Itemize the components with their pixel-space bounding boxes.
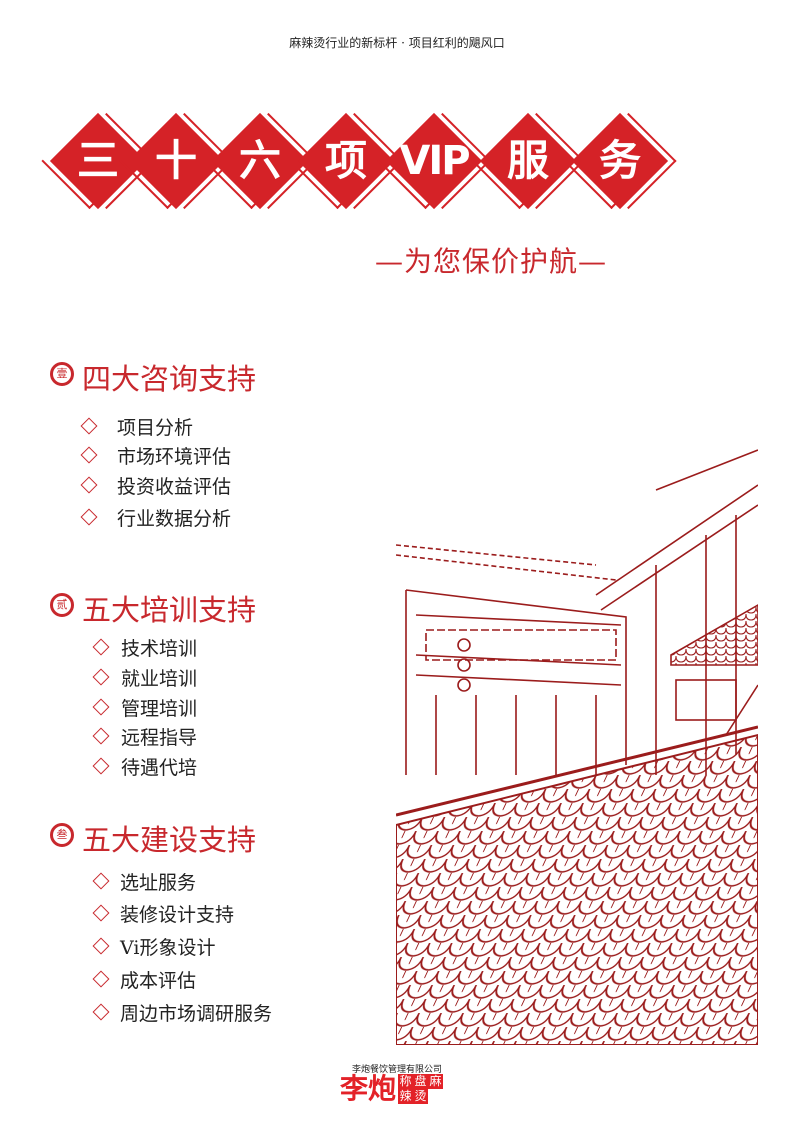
- section-badge: 贰: [50, 593, 74, 617]
- list-item: 待遇代培: [121, 757, 198, 779]
- list-item: 市场环境评估: [117, 446, 232, 468]
- list-item: 选址服务: [120, 872, 197, 894]
- company-name: 李炮餐饮管理有限公司: [351, 1065, 442, 1075]
- banner-char: 三: [76, 136, 119, 185]
- diamond-bullet-icon: [92, 668, 110, 686]
- section-title: 五大建设支持: [82, 823, 257, 857]
- diamond-bullet-icon: [80, 417, 98, 435]
- buildings: [396, 449, 758, 775]
- diamond-bullet-icon: [80, 508, 98, 526]
- diamond-bullet-icon: [80, 446, 98, 464]
- diamond-bullet-icon: [92, 757, 110, 775]
- logo-char: 麻: [428, 1074, 444, 1089]
- roof-tiles: [396, 733, 758, 1045]
- list-item: 技术培训: [121, 638, 198, 660]
- list-item: 项目分析: [117, 417, 194, 439]
- tagline: 麻辣烫行业的新标杆 · 项目红利的飓风口: [289, 36, 505, 50]
- logo-char: 烫: [413, 1089, 429, 1104]
- list-item: Vi形象设计: [120, 937, 216, 959]
- diamond-bullet-icon: [92, 727, 110, 745]
- logo-sub: 称盘麻辣烫: [398, 1074, 444, 1104]
- logo-char: 称: [398, 1074, 414, 1089]
- list-item: 投资收益评估: [117, 476, 232, 498]
- logo-char: 盘: [413, 1074, 429, 1089]
- section-title: 五大培训支持: [82, 593, 257, 627]
- list-item: 行业数据分析: [117, 508, 232, 530]
- banner-char: 六: [238, 136, 281, 185]
- list-item: 装修设计支持: [120, 904, 235, 926]
- list-item: 管理培训: [121, 698, 198, 720]
- list-item: 周边市场调研服务: [120, 1003, 273, 1025]
- list-item: 成本评估: [120, 970, 197, 992]
- banner-char: VIP: [399, 138, 470, 184]
- logo-char: 辣: [398, 1089, 414, 1104]
- banner-char: 项: [324, 136, 367, 185]
- banner-char: 十: [154, 136, 197, 185]
- diamond-bullet-icon: [92, 698, 110, 716]
- diamond-bullet-icon: [80, 476, 98, 494]
- diamond-bullet-icon: [92, 970, 110, 988]
- diamond-bullet-icon: [92, 872, 110, 890]
- logo-main: 李炮: [340, 1072, 397, 1105]
- diamond-bullet-icon: [92, 937, 110, 955]
- list-item: 远程指导: [121, 727, 198, 749]
- section-title: 四大咨询支持: [82, 362, 257, 396]
- banner-char: 服: [506, 136, 549, 185]
- section-badge: 叁: [50, 823, 74, 847]
- section-badge: 壹: [50, 362, 74, 386]
- diamond-bullet-icon: [92, 638, 110, 656]
- diamond-bullet-icon: [92, 904, 110, 922]
- brand-logo: 李炮 称盘麻辣烫: [340, 1072, 444, 1105]
- diamond-bullet-icon: [92, 1003, 110, 1021]
- subtitle: —为您保价护航—: [375, 245, 608, 278]
- banner-char: 务: [598, 136, 641, 185]
- rooftop-illustration: [396, 449, 758, 1045]
- list-item: 就业培训: [121, 668, 198, 690]
